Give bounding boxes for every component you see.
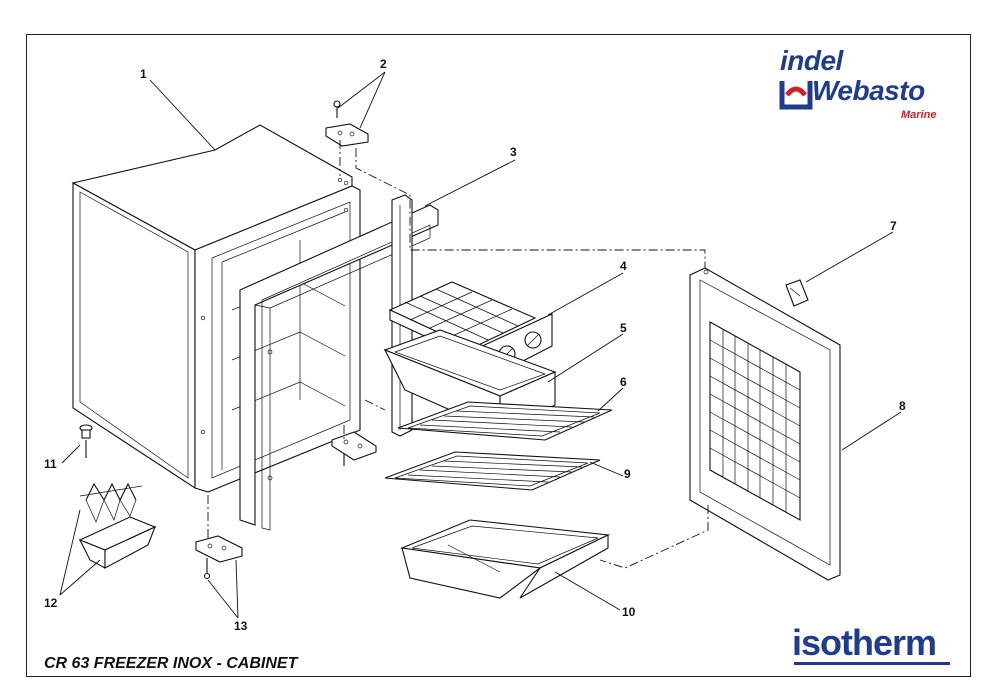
callout-12: 12 xyxy=(44,596,58,610)
drawing-caption: CR 63 FREEZER INOX - CABINET xyxy=(44,655,298,672)
logo-marine-text: Marine xyxy=(901,109,937,121)
ice-rack xyxy=(79,482,143,523)
callout-4: 4 xyxy=(620,259,627,273)
door-latch xyxy=(785,279,809,307)
shelf-upper xyxy=(397,401,613,441)
ice-bin xyxy=(78,516,157,569)
leader-lines xyxy=(59,71,902,619)
callout-13: 13 xyxy=(234,619,248,633)
webasto-w-icon xyxy=(779,81,813,110)
logo-webasto-text: Webasto xyxy=(812,75,925,106)
callout-labels: 1 2 3 4 5 6 7 8 9 10 11 12 13 xyxy=(44,57,906,633)
callout-1: 1 xyxy=(140,67,147,81)
callout-5: 5 xyxy=(620,321,627,335)
indel-webasto-logo: indel Webasto Marine xyxy=(778,45,953,127)
logo-isotherm-text: isotherm xyxy=(792,622,937,663)
hinge-bottom xyxy=(195,535,243,580)
assembly-lines xyxy=(207,140,709,569)
callout-3: 3 xyxy=(510,145,517,159)
isotherm-logo: isotherm xyxy=(792,622,952,666)
callout-7: 7 xyxy=(890,219,897,233)
logo-indel-text: indel xyxy=(780,45,843,76)
adjustable-foot xyxy=(79,424,93,458)
callout-11: 11 xyxy=(44,457,57,471)
logo-underline xyxy=(794,662,950,665)
cabinet-body xyxy=(71,124,439,531)
callout-8: 8 xyxy=(899,399,906,413)
drawing-border xyxy=(26,34,971,677)
callout-10: 10 xyxy=(622,605,636,619)
callout-6: 6 xyxy=(620,375,627,389)
callout-2: 2 xyxy=(380,57,387,71)
hinge-top xyxy=(325,100,369,147)
door-panel xyxy=(689,267,841,581)
callout-9: 9 xyxy=(624,467,631,481)
hinge-middle xyxy=(331,431,377,466)
shelf-lower xyxy=(384,451,601,491)
drip-tray xyxy=(399,519,610,599)
